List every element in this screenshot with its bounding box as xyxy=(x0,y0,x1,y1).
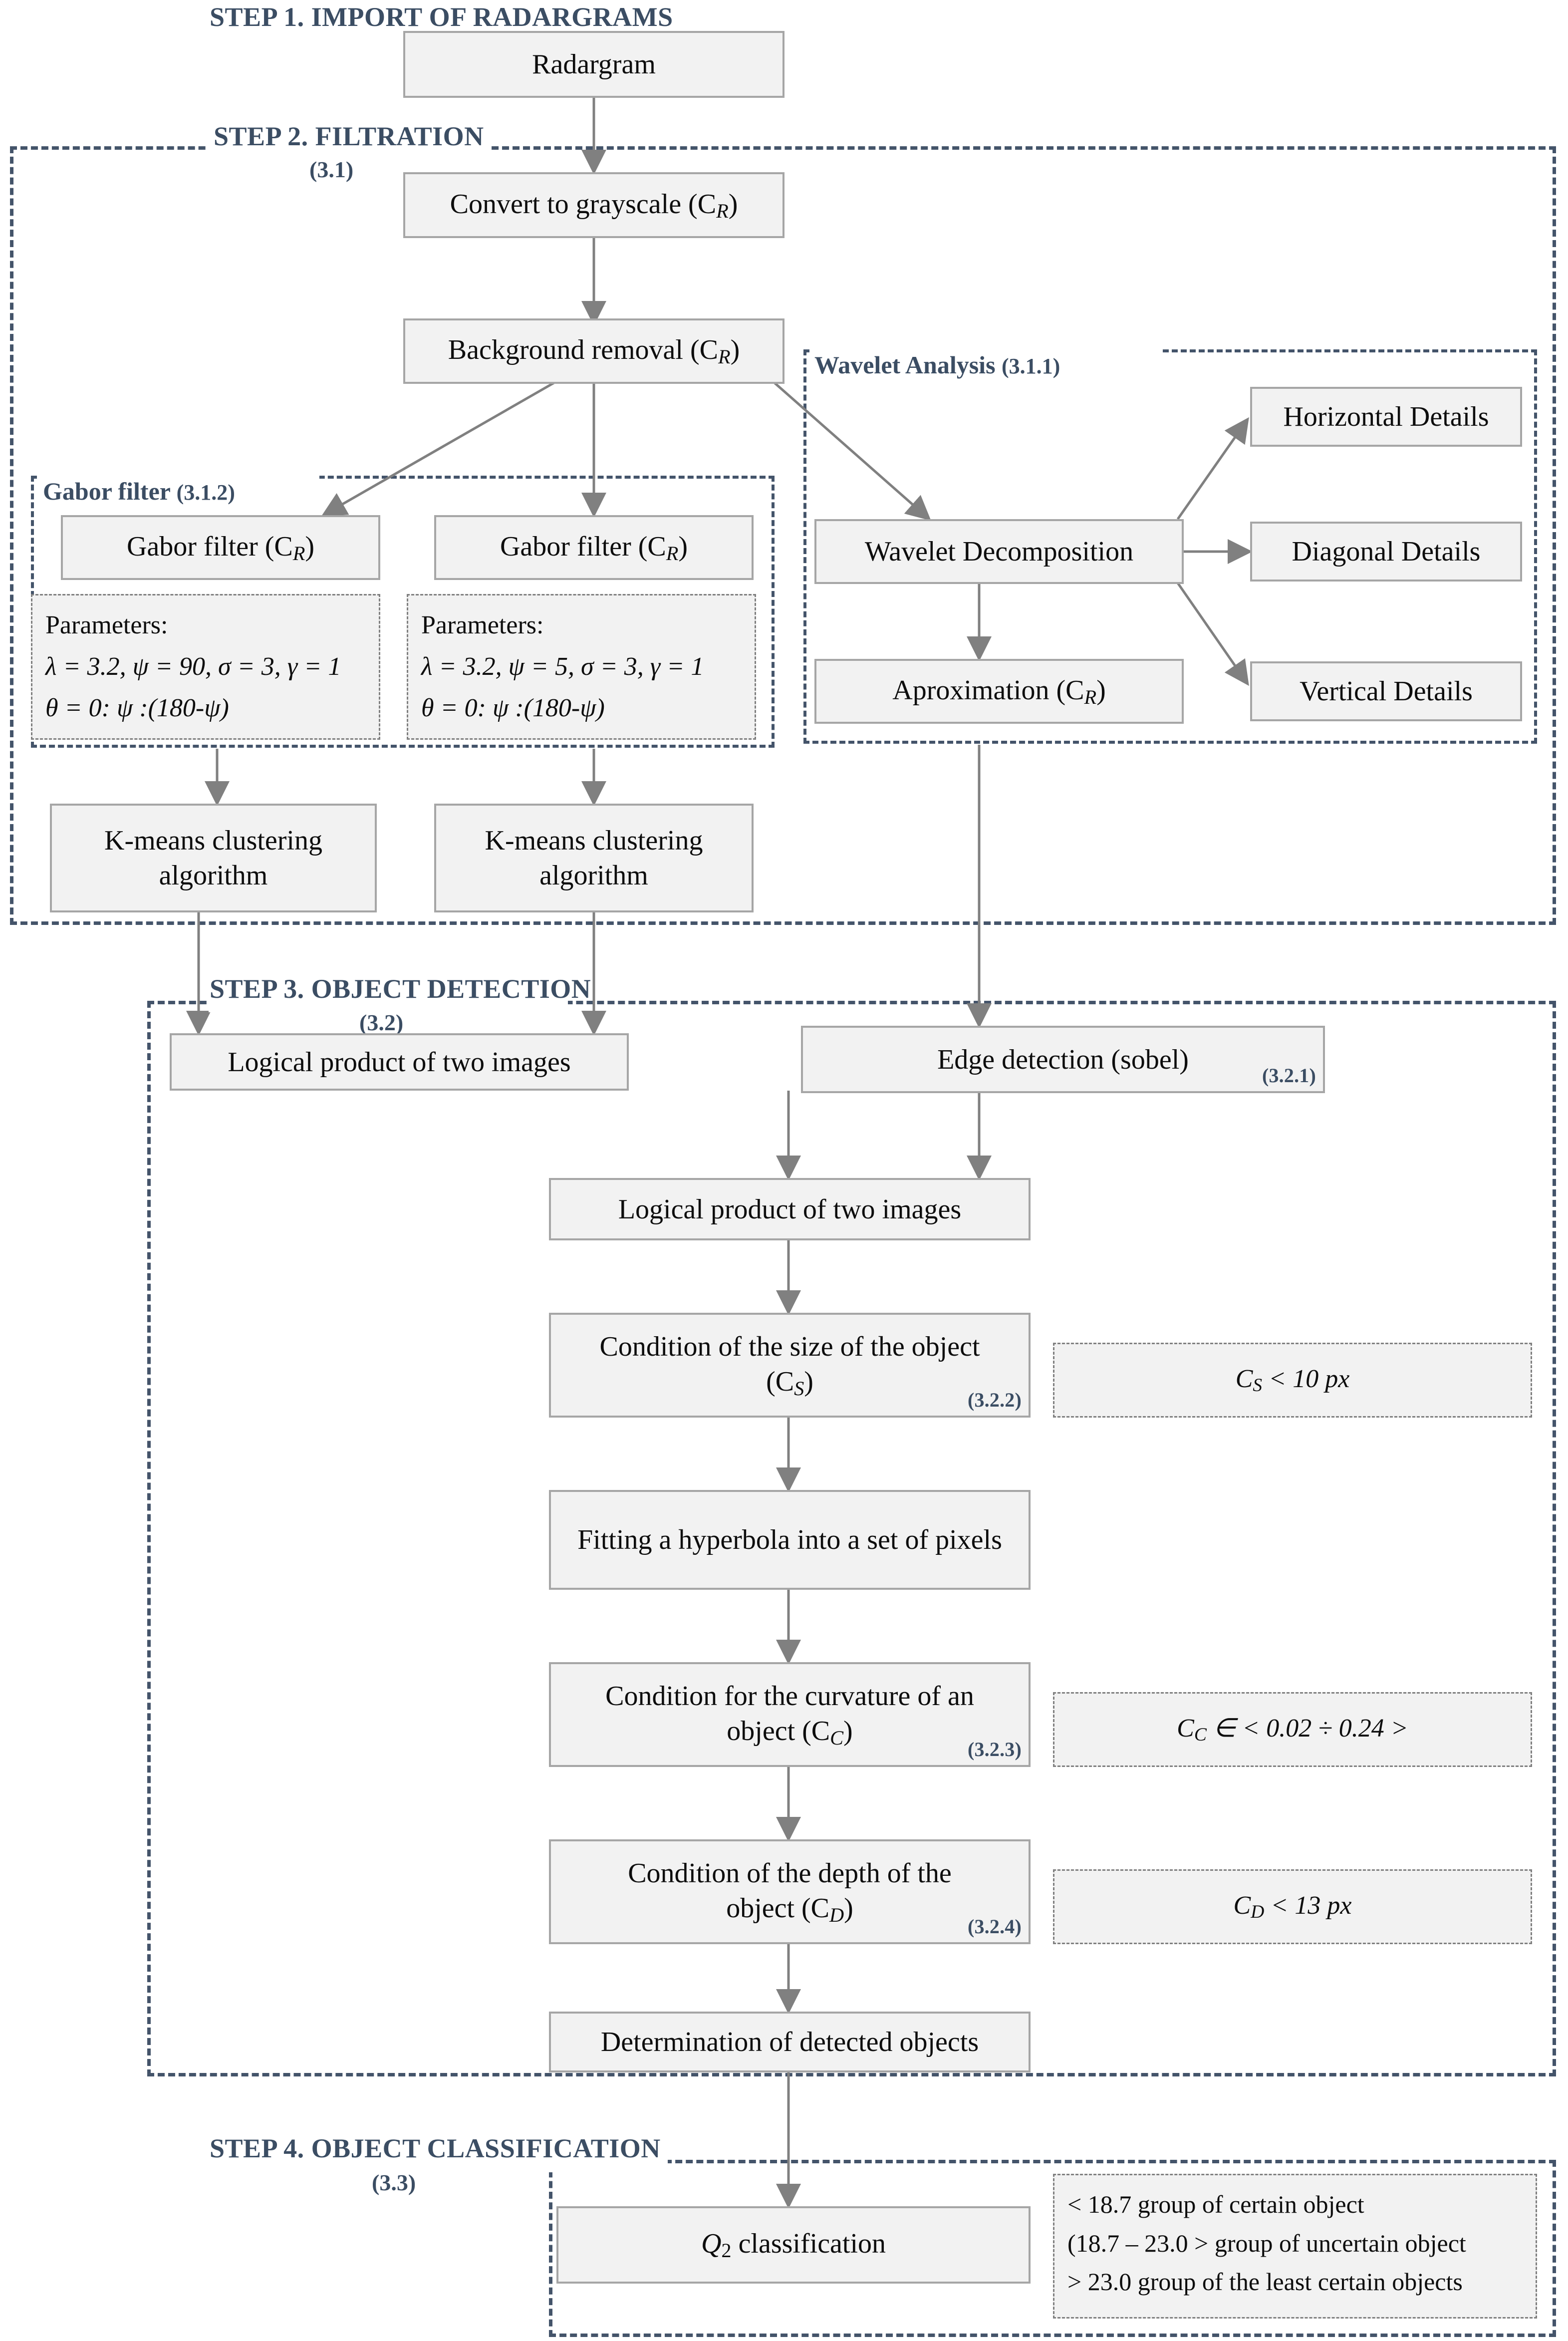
node-logical-product-2[interactable]: Logical product of two images xyxy=(549,1178,1031,1240)
node-condition-curvature-number: (3.2.3) xyxy=(967,1738,1022,1760)
node-kmeans-2[interactable]: K-means clustering algorithm xyxy=(434,804,754,912)
step-label-2: STEP 2. FILTRATION xyxy=(214,121,484,151)
step-number-4: (3.3) xyxy=(372,2170,416,2195)
node-logical-product-1[interactable]: Logical product of two images xyxy=(170,1033,629,1091)
node-q2-classification-label: Q2 classification xyxy=(701,2228,886,2262)
classification-legend-line-2: (18.7 – 23.0 > group of uncertain object xyxy=(1067,2229,1466,2257)
node-diagonal-details[interactable]: Diagonal Details xyxy=(1250,522,1522,582)
condition-value-depth-text: CD < 13 px xyxy=(1233,1891,1352,1923)
node-background-removal[interactable]: Background removal (CR) xyxy=(403,318,784,384)
node-edge-detection-number: (3.2.1) xyxy=(1262,1064,1316,1087)
node-edge-detection[interactable]: Edge detection (sobel) (3.2.1) xyxy=(801,1026,1325,1093)
node-vertical-details-label: Vertical Details xyxy=(1300,676,1473,707)
node-approximation-label: Aproximation (CR) xyxy=(892,674,1106,708)
node-condition-depth[interactable]: Condition of the depth of the object (CD… xyxy=(549,1839,1031,1944)
condition-value-size: CS < 10 px xyxy=(1053,1343,1532,1418)
node-condition-depth-label: Condition of the depth of the object (CD… xyxy=(628,1857,952,1926)
node-logical-product-1-label: Logical product of two images xyxy=(228,1046,571,1078)
node-gabor-filter-2-label: Gabor filter (CR) xyxy=(500,531,688,565)
node-kmeans-1[interactable]: K-means clustering algorithm xyxy=(50,804,377,912)
region-step3-object-detection xyxy=(147,1001,1556,2076)
node-vertical-details[interactable]: Vertical Details xyxy=(1250,661,1522,721)
region-label-gabor-text: Gabor filter xyxy=(43,477,171,505)
node-kmeans-2-label: K-means clustering algorithm xyxy=(485,825,703,891)
node-radargram-label: Radargram xyxy=(532,49,656,80)
params-gabor-1-heading: Parameters: xyxy=(45,611,168,639)
step-number-2: (3.1) xyxy=(309,157,354,182)
region-label-gabor-number: (3.1.2) xyxy=(176,480,235,505)
region-step4-object-classification xyxy=(549,2160,1556,2337)
params-gabor-1-line1: λ = 3.2, ψ = 90, σ = 3, γ = 1 xyxy=(45,652,341,681)
node-condition-curvature[interactable]: Condition for the curvature of an object… xyxy=(549,1662,1031,1767)
step-label-1: STEP 1. IMPORT OF RADARGRAMS xyxy=(210,2,673,32)
region-wavelet-analysis xyxy=(803,349,1537,744)
node-edge-detection-label: Edge detection (sobel) xyxy=(937,1044,1189,1075)
node-condition-size-number: (3.2.2) xyxy=(967,1389,1022,1411)
region-label-wavelet: Wavelet Analysis (3.1.1) xyxy=(814,350,1060,379)
params-gabor-2-line2: θ = 0: ψ :(180-ψ) xyxy=(421,694,605,723)
params-gabor-1-line2: θ = 0: ψ :(180-ψ) xyxy=(45,694,229,723)
knockout-step2-caption xyxy=(207,135,492,158)
node-horizontal-details[interactable]: Horizontal Details xyxy=(1250,387,1522,447)
region-step2-filtration xyxy=(10,146,1556,925)
condition-value-size-text: CS < 10 px xyxy=(1235,1365,1350,1396)
params-gabor-2: Parameters: λ = 3.2, ψ = 5, σ = 3, γ = 1… xyxy=(407,594,756,740)
knockout-wavelet-caption xyxy=(812,338,1162,361)
node-kmeans-1-label: K-means clustering algorithm xyxy=(104,825,322,891)
region-label-gabor: Gabor filter (3.1.2) xyxy=(43,477,235,506)
region-label-wavelet-text: Wavelet Analysis xyxy=(814,351,996,379)
knockout-step3-caption xyxy=(209,987,568,1012)
node-radargram[interactable]: Radargram xyxy=(403,31,784,98)
node-fitting-hyperbola[interactable]: Fitting a hyperbola into a set of pixels xyxy=(549,1490,1031,1590)
node-determination-label: Determination of detected objects xyxy=(600,2027,979,2057)
node-convert-to-grayscale[interactable]: Convert to grayscale (CR) xyxy=(403,172,784,238)
node-condition-size[interactable]: Condition of the size of the object (CS)… xyxy=(549,1313,1031,1418)
node-wavelet-decomposition-label: Wavelet Decomposition xyxy=(864,536,1134,567)
node-background-removal-label: Background removal (CR) xyxy=(448,334,740,368)
node-diagonal-details-label: Diagonal Details xyxy=(1292,536,1481,567)
node-gabor-filter-2[interactable]: Gabor filter (CR) xyxy=(434,515,754,580)
node-condition-size-label: Condition of the size of the object (CS) xyxy=(599,1331,980,1400)
params-gabor-2-line1: λ = 3.2, ψ = 5, σ = 3, γ = 1 xyxy=(421,652,704,681)
node-determination-of-detected-objects[interactable]: Determination of detected objects xyxy=(549,2012,1031,2072)
condition-value-curvature-text: CC ∈ < 0.02 ÷ 0.24 > xyxy=(1177,1714,1408,1746)
node-horizontal-details-label: Horizontal Details xyxy=(1283,401,1489,432)
node-approximation[interactable]: Aproximation (CR) xyxy=(814,659,1184,724)
step-label-4: STEP 4. OBJECT CLASSIFICATION xyxy=(210,2133,661,2163)
knockout-gabor-caption xyxy=(40,464,319,487)
node-q2-classification[interactable]: Q2 classification xyxy=(556,2206,1031,2284)
node-convert-to-grayscale-label: Convert to grayscale (CR) xyxy=(450,188,738,222)
params-gabor-1: Parameters: λ = 3.2, ψ = 90, σ = 3, γ = … xyxy=(31,594,380,740)
classification-legend-line-3: > 23.0 group of the least certain object… xyxy=(1067,2268,1463,2296)
node-condition-depth-number: (3.2.4) xyxy=(967,1915,1022,1938)
node-logical-product-2-label: Logical product of two images xyxy=(618,1193,962,1225)
node-wavelet-decomposition[interactable]: Wavelet Decomposition xyxy=(814,519,1184,584)
node-fitting-hyperbola-label: Fitting a hyperbola into a set of pixels xyxy=(577,1524,1002,1555)
node-gabor-filter-1[interactable]: Gabor filter (CR) xyxy=(61,515,380,580)
step-number-3: (3.2) xyxy=(359,1010,404,1035)
classification-legend-line-1: < 18.7 group of certain object xyxy=(1067,2190,1364,2218)
step-label-3: STEP 3. OBJECT DETECTION xyxy=(210,974,591,1004)
node-condition-curvature-label: Condition for the curvature of an object… xyxy=(605,1680,974,1749)
region-label-wavelet-number: (3.1.1) xyxy=(1002,354,1060,378)
knockout-step4-caption xyxy=(209,2147,668,2172)
node-gabor-filter-1-label: Gabor filter (CR) xyxy=(126,531,315,565)
condition-value-depth: CD < 13 px xyxy=(1053,1869,1532,1944)
classification-legend: < 18.7 group of certain object (18.7 – 2… xyxy=(1053,2174,1537,2319)
params-gabor-2-heading: Parameters: xyxy=(421,611,544,639)
condition-value-curvature: CC ∈ < 0.02 ÷ 0.24 > xyxy=(1053,1692,1532,1767)
